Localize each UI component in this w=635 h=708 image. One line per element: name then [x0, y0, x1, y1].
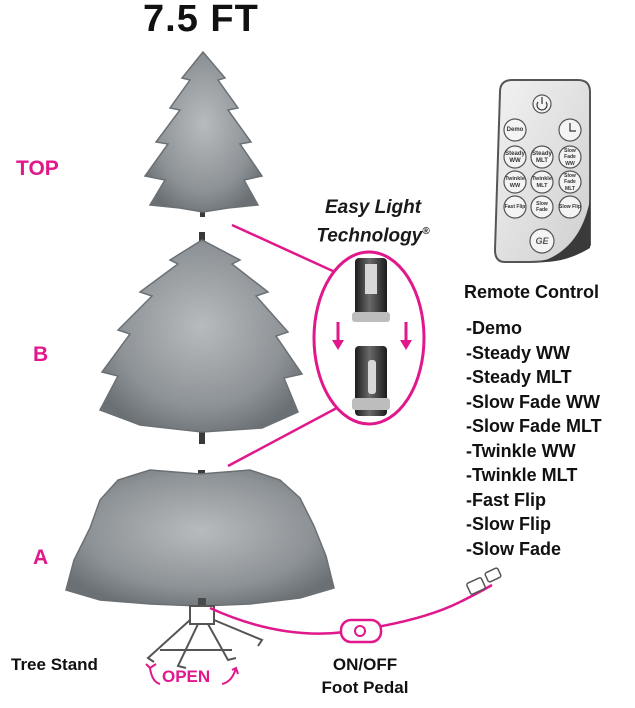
open-arrows: [145, 663, 239, 685]
tree-size-title: 7.5 FT: [143, 0, 259, 40]
section-label-top: TOP: [16, 157, 59, 180]
easy-light-callout: [312, 250, 426, 426]
tree-bottom-section: [65, 469, 335, 612]
lighting-mode-item: -Twinkle WW: [466, 440, 576, 461]
lighting-mode-item: -Demo: [466, 318, 523, 338]
lighting-mode-item: -Slow Fade MLT: [466, 416, 602, 436]
tree-stand: [146, 605, 264, 669]
lighting-mode-item: -Steady MLT: [466, 367, 572, 387]
remote-steady-mlt-button: Steady MLT: [532, 151, 552, 164]
remote-twinkle-mlt-button: Twinkle MLT: [532, 176, 552, 189]
easy-light-line2-text: Technology: [316, 225, 423, 247]
ge-logo: GE: [535, 235, 549, 246]
easy-light-line1: Easy Light: [324, 197, 422, 218]
remote-slow-fade-ww-button: Slow Fade WW: [564, 147, 576, 167]
open-label: OPEN: [162, 667, 211, 686]
foot-pedal-line1: ON/OFF: [332, 655, 398, 674]
remote-fast-flip-button: Fast Flip: [504, 203, 526, 210]
lighting-mode-item: -Steady WW: [466, 342, 571, 363]
easy-light-label: Easy Light Technology®: [303, 196, 443, 248]
lighting-mode-item: -Slow Fade WW: [466, 391, 600, 412]
foot-pedal-label: ON/OFF Foot Pedal: [300, 653, 430, 699]
remote-control: [493, 79, 591, 263]
lighting-mode-item: -Slow Fade: [466, 538, 562, 559]
foot-pedal-line2: Foot Pedal: [321, 678, 409, 697]
lighting-mode-item: -Twinkle MLT: [466, 465, 578, 485]
remote-slow-flip-button: Slow Flip: [559, 203, 581, 210]
tree-middle-section: [98, 232, 304, 444]
remote-twinkle-ww-button: Twinkle WW: [505, 176, 525, 189]
remote-steady-ww-button: Steady WW: [505, 151, 525, 164]
registered-mark: ®: [422, 226, 430, 237]
lighting-mode-item: -Slow Flip: [466, 514, 551, 534]
remote-demo-button: Demo: [506, 127, 524, 134]
remote-control-title: Remote Control: [464, 282, 599, 302]
callout-lines: [227, 223, 349, 468]
tree-top-section: [143, 50, 264, 217]
section-label-b: B: [33, 343, 49, 366]
easy-light-line2: Technology®: [303, 220, 443, 248]
tree-stand-label: Tree Stand: [11, 655, 98, 674]
lighting-mode-list: -Demo -Steady WW -Steady MLT -Slow Fade WW -…: [466, 316, 602, 561]
lighting-mode-item: -Fast Flip: [466, 489, 546, 510]
section-label-a: A: [33, 546, 49, 569]
remote-slow-fade-button: Slow Fade: [536, 200, 548, 214]
foot-pedal: [339, 618, 383, 644]
remote-slow-fade-mlt-button: Slow Fade MLT: [564, 172, 576, 192]
